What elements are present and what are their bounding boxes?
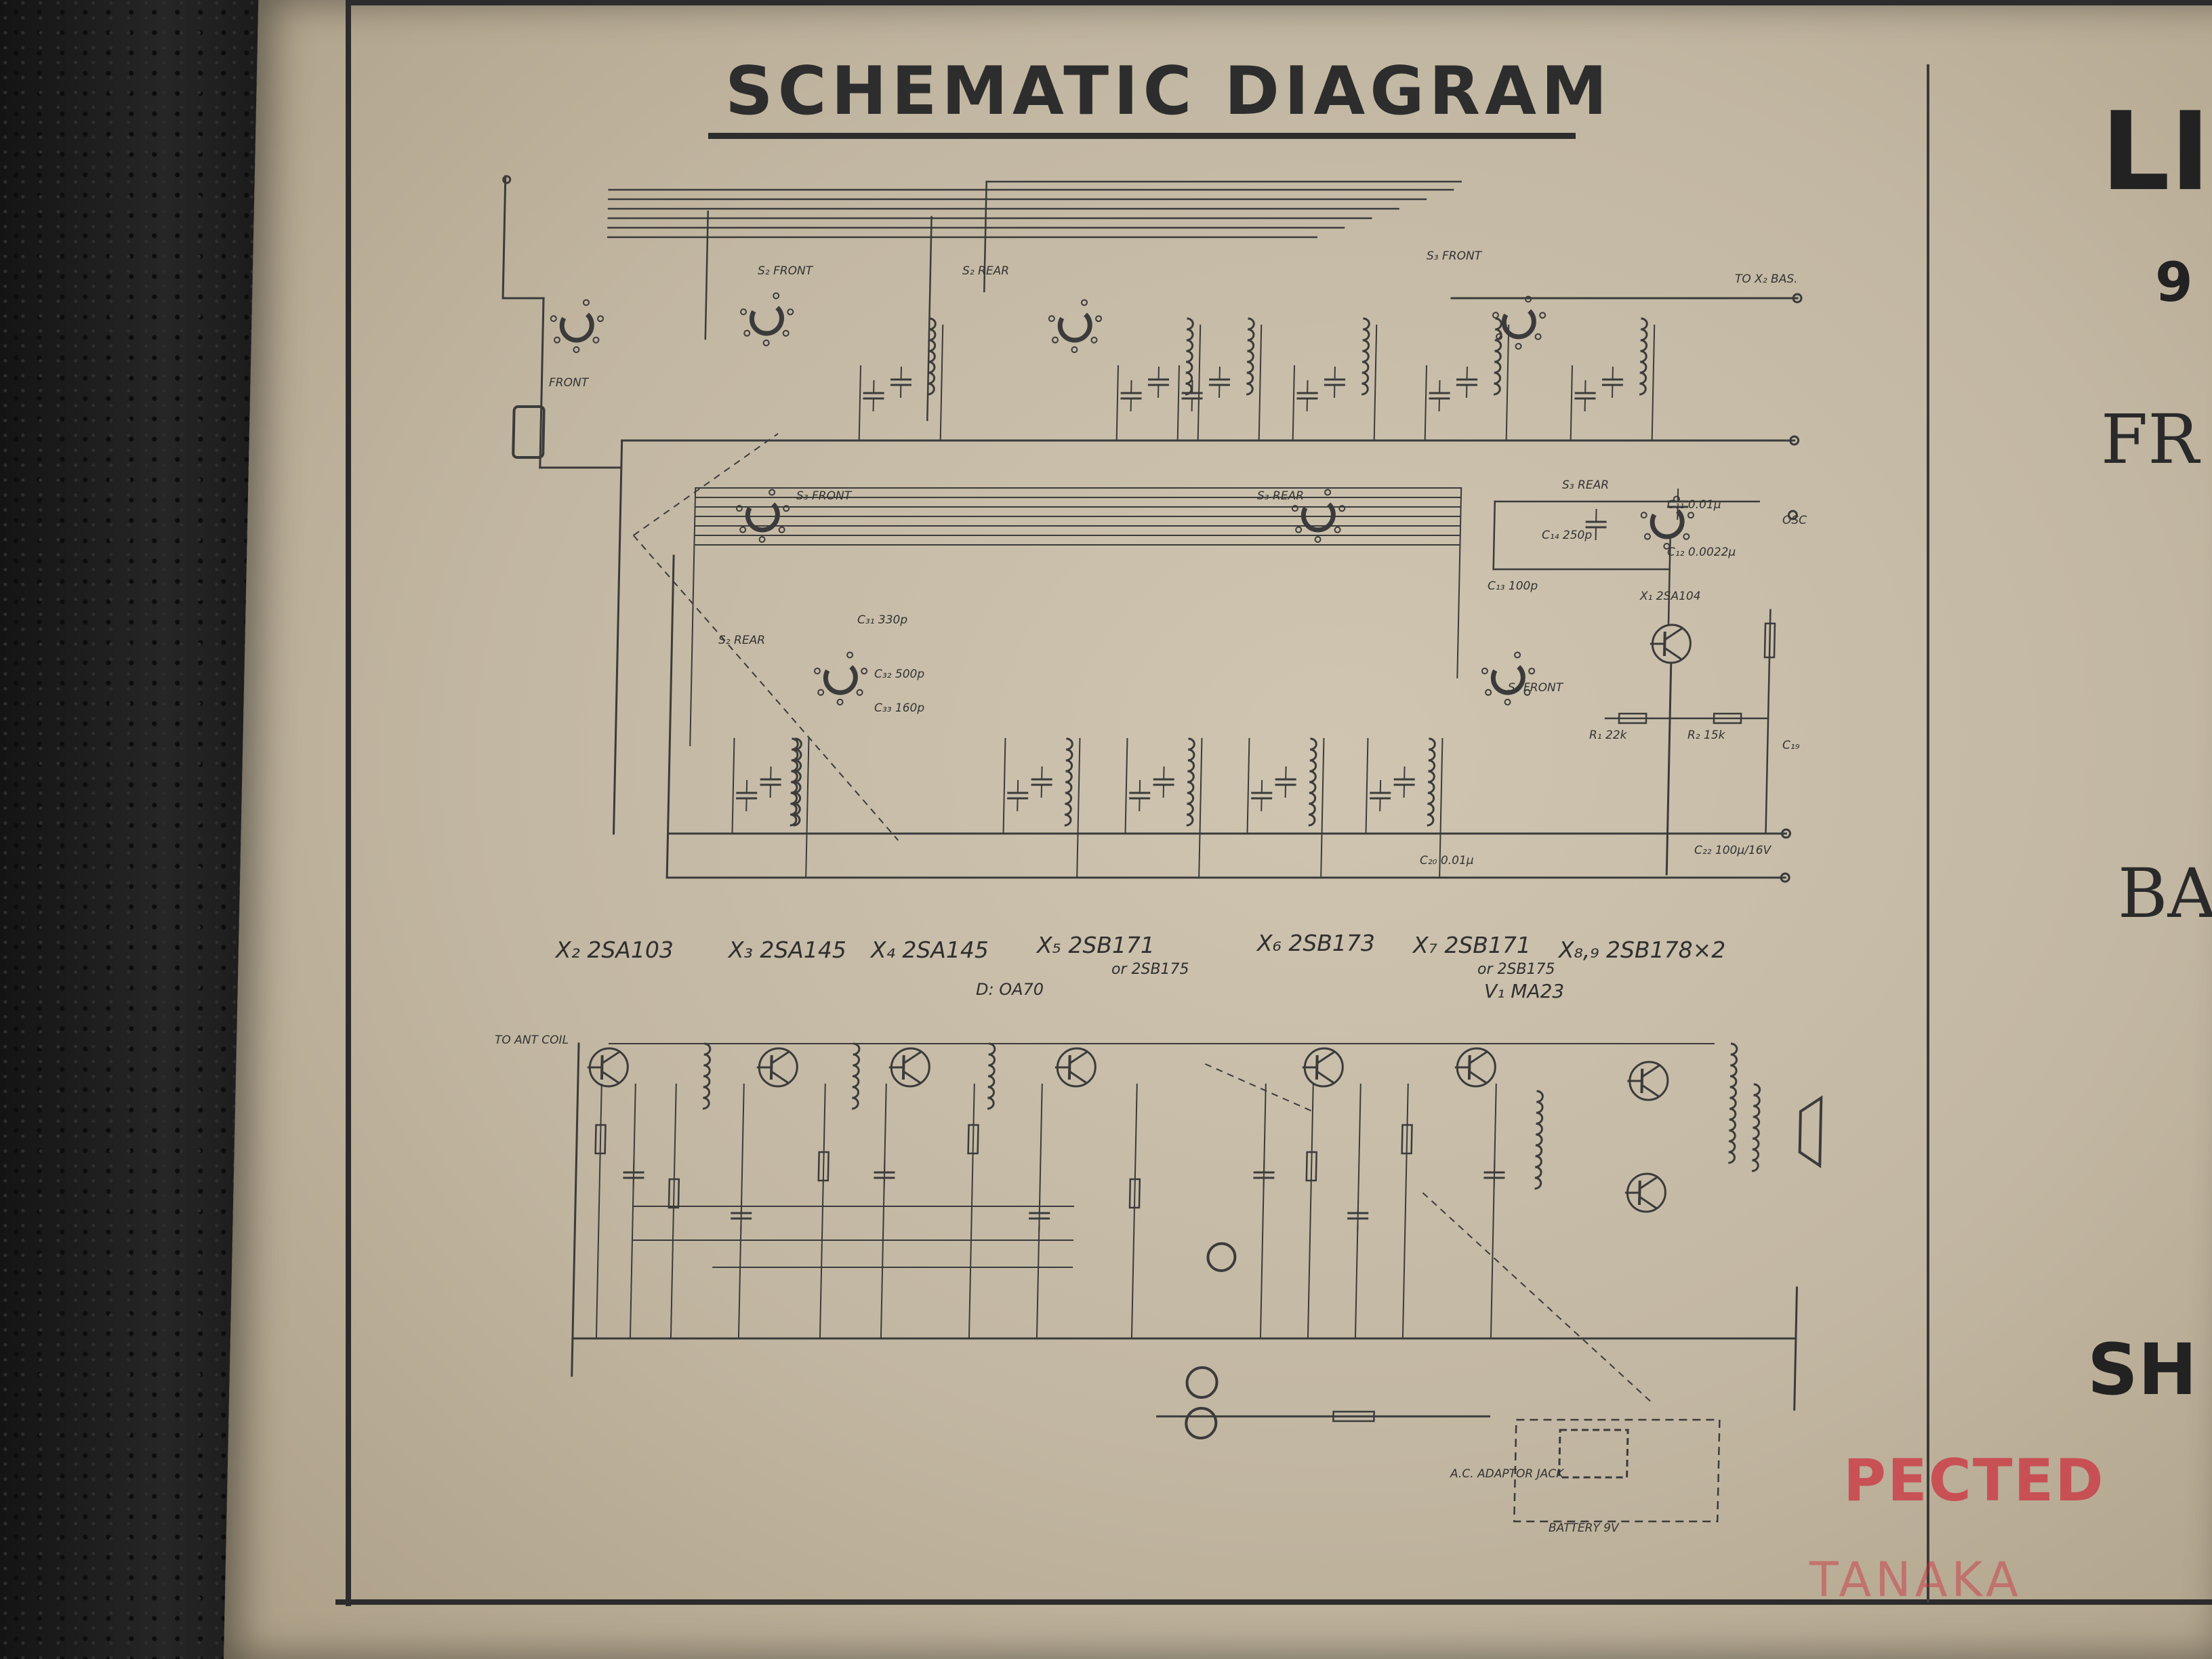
part-x6: X₆ 2SB173 <box>1257 930 1375 956</box>
label-s2-front: S₂ FRONT <box>758 264 813 278</box>
side-maker-fragment: SH <box>2087 1328 2197 1411</box>
label-c19: C₁₉ <box>1782 739 1800 752</box>
inspector-stamp: TANAKA <box>1809 1552 2023 1607</box>
sheet-frame-left <box>346 0 351 1606</box>
part-v1: V₁ MA23 <box>1484 980 1565 1002</box>
side-frequency-fragment: FR <box>2101 400 2199 479</box>
title-underline <box>708 133 1576 139</box>
part-x7: X₇ 2SB171 <box>1413 932 1531 958</box>
leather-background <box>0 0 271 1659</box>
sheet-column-divider <box>1927 64 1929 1603</box>
label-osc: OSC <box>1782 514 1807 527</box>
side-band-fragment: BA <box>2118 854 2212 933</box>
label-r2: R₂ 15k <box>1687 729 1725 742</box>
label-s2-rear: S₂ REAR <box>962 264 1010 278</box>
label-s3-rear-2: S₃ REAR <box>1562 478 1610 492</box>
label-s3-front-mid: S₃ FRONT <box>796 489 852 503</box>
label-to-ant-coil: TO ANT COIL <box>495 1033 569 1047</box>
label-front: FRONT <box>549 376 589 390</box>
part-x2: X₂ 2SA103 <box>556 937 674 963</box>
label-c20: C₂₀ 0.01μ <box>1420 854 1474 867</box>
label-battery: BATTERY 9V <box>1549 1521 1619 1535</box>
label-c31: C₃₁ 330p <box>857 613 908 627</box>
part-x3: X₃ 2SA145 <box>729 937 846 963</box>
label-c22: C₂₂ 100μ/16V <box>1694 844 1771 857</box>
label-c33: C₃₃ 160p <box>874 701 925 715</box>
label-c11: C₁₁ 0.01μ <box>1667 498 1721 512</box>
label-c14: C₁₄ 250p <box>1542 529 1593 542</box>
schematic-wiring <box>501 175 1823 1523</box>
label-c12: C₁₂ 0.0022μ <box>1667 546 1736 559</box>
part-diode: D: OA70 <box>976 980 1044 999</box>
sheet-frame-top <box>346 0 2212 5</box>
inspection-stamp: PECTED <box>1843 1447 2105 1515</box>
label-to-x2-base: TO X₂ BAS. <box>1735 272 1798 286</box>
schematic-sheet <box>224 0 2212 1659</box>
label-c32: C₃₂ 500p <box>874 668 925 681</box>
side-title-fragment: LI <box>2101 88 2211 215</box>
label-s1-front: S₁ FRONT <box>1508 681 1563 695</box>
part-x5: X₅ 2SB171 <box>1037 932 1155 958</box>
label-s3-front: S₃ FRONT <box>1427 249 1482 263</box>
diagram-title: SCHEMATIC DIAGRAM <box>725 53 1612 130</box>
label-ac-adaptor: A.C. ADAPTOR JACK <box>1450 1467 1564 1481</box>
part-x5-alt: or 2SB175 <box>1111 961 1189 978</box>
part-x8-x9: X₈,₉ 2SB178×2 <box>1559 937 1726 963</box>
label-s2-rear-low: S₂ REAR <box>718 634 766 647</box>
side-model-fragment: 9 <box>2155 251 2193 314</box>
label-c13: C₁₃ 100p <box>1488 579 1538 593</box>
part-x4: X₄ 2SA145 <box>871 937 989 963</box>
label-s3-rear: S₃ REAR <box>1257 489 1305 503</box>
label-x1: X₁ 2SA104 <box>1640 590 1701 603</box>
sheet-frame-bottom <box>335 1599 2212 1605</box>
part-x7-alt: or 2SB175 <box>1477 961 1555 978</box>
label-r1: R₁ 22k <box>1589 729 1627 742</box>
